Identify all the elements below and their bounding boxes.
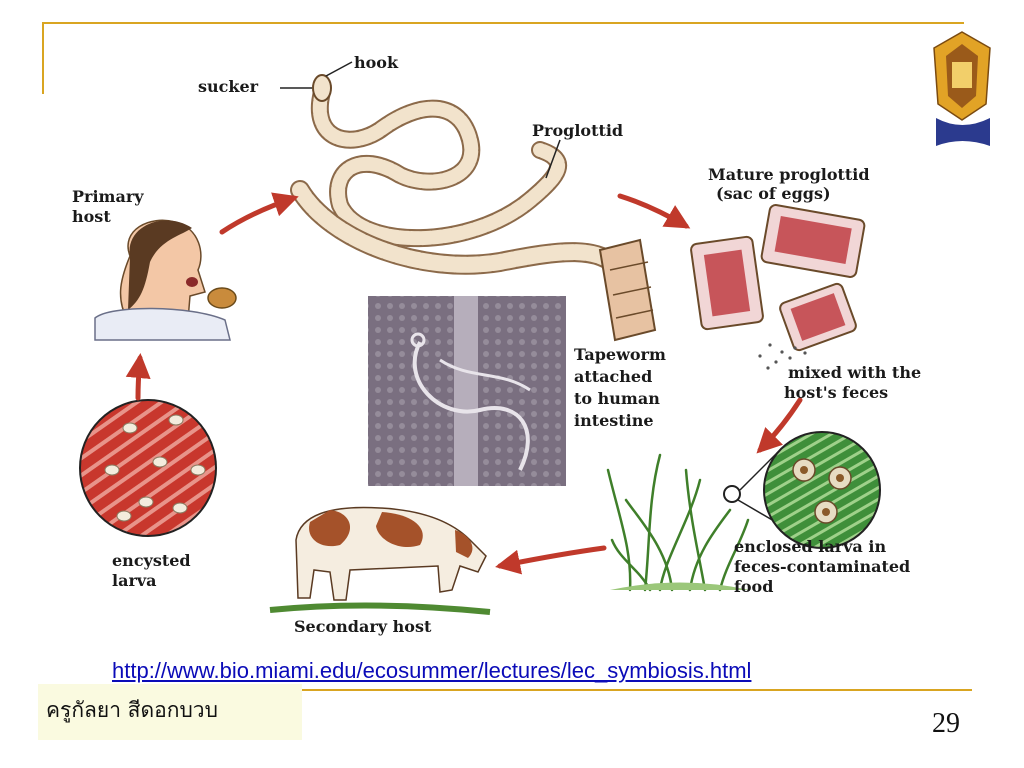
label-sac-of-eggs: (sac of eggs) (716, 184, 831, 203)
arrow-food-to-cow (495, 545, 607, 575)
label-feces-contaminated: feces-contaminated (734, 557, 910, 576)
bottom-rule (300, 689, 972, 691)
xray-image (368, 296, 566, 486)
school-emblem-icon (933, 31, 991, 146)
label-larva: larva (112, 571, 157, 590)
label-encysted: encysted (112, 551, 191, 570)
label-hosts-feces: host's feces (784, 383, 888, 402)
label-primary-host: host (72, 207, 111, 226)
label-enclosed-larva: enclosed larva in (734, 537, 886, 556)
label-mature-proglottid: Mature proglottid (708, 165, 870, 184)
label-to-human: to human (574, 389, 660, 408)
label-mixed-with: mixed with the (788, 363, 921, 382)
label-tapeworm: Tapeworm (574, 345, 666, 364)
tapeworm-illustration (280, 61, 657, 342)
arrow-feces-to-food (756, 397, 803, 454)
frame-left-rule (42, 22, 44, 94)
label-food: food (734, 577, 773, 596)
secondary-host-cow-illustration (269, 506, 491, 615)
label-primary: Primary (72, 187, 144, 206)
label-sucker: sucker (198, 77, 259, 96)
source-link[interactable]: http://www.bio.miami.edu/ecosummer/lectu… (112, 658, 752, 683)
encysted-larva-illustration (79, 399, 217, 537)
arrow-tapeworm-to-proglottid (617, 193, 691, 229)
author-name: ครูกัลยา สีดอกบวบ (38, 684, 302, 740)
label-secondary-host: Secondary host (294, 617, 432, 636)
page-number: 29 (932, 708, 960, 739)
label-attached: attached (574, 367, 652, 386)
mature-proglottid-illustration (690, 204, 866, 370)
cycle-arrows (125, 192, 803, 575)
grass-illustration (606, 431, 881, 592)
label-hook: hook (354, 53, 399, 72)
arrow-primary-to-tapeworm (219, 192, 299, 235)
arrow-larva-to-primary (125, 353, 151, 401)
label-intestine: intestine (574, 411, 654, 430)
frame-top-rule (42, 22, 964, 24)
label-proglottid: Proglottid (532, 121, 623, 140)
primary-host-illustration (94, 219, 237, 341)
